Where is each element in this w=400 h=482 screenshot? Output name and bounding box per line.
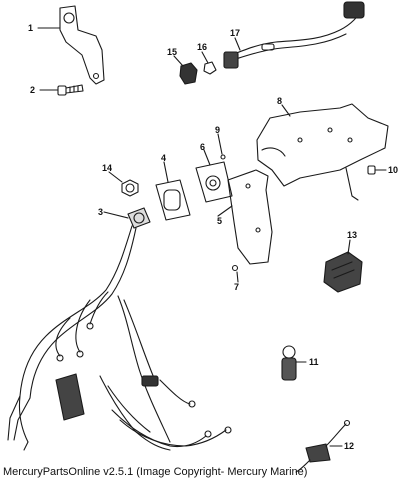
- copyright-footer: MercuryPartsOnline v2.5.1 (Image Copyrig…: [3, 466, 308, 478]
- callout-5: 5: [217, 216, 223, 226]
- callout-10: 10: [388, 165, 399, 175]
- part-6-receptacle-plate: [195, 149, 233, 203]
- part-4-grommet-plate: [155, 161, 191, 221]
- callout-8: 8: [277, 96, 283, 106]
- part-15-connector: [173, 55, 198, 85]
- part-11-fuse-holder: [281, 345, 307, 381]
- callout-2: 2: [30, 85, 36, 95]
- callout-7: 7: [234, 282, 240, 292]
- callout-1: 1: [28, 23, 34, 33]
- part-2-bolt: [39, 84, 84, 96]
- callout-13: 13: [347, 230, 358, 240]
- callout-3: 3: [98, 207, 104, 217]
- callout-6: 6: [200, 142, 206, 152]
- callout-14: 14: [102, 163, 113, 173]
- part-16-small-connector: [201, 51, 217, 75]
- part-13-regulator: [323, 239, 363, 293]
- part-9-screw: [217, 133, 226, 160]
- callout-12: 12: [344, 441, 355, 451]
- callout-4: 4: [161, 153, 167, 163]
- part-12-switch-lead: [295, 419, 351, 473]
- callout-15: 15: [167, 47, 178, 57]
- callout-11: 11: [309, 357, 319, 367]
- part-3-wiring-harness: [7, 207, 232, 451]
- part-10-screw: [367, 165, 387, 175]
- part-5-support-bracket: [217, 169, 273, 265]
- part-8-plate: [256, 103, 389, 201]
- part-7-screw: [231, 264, 239, 283]
- part-1-bracket: [37, 5, 105, 85]
- part-17-harness-lead: [223, 1, 365, 69]
- part-14-nut: [108, 171, 139, 197]
- callout-9: 9: [215, 125, 221, 135]
- callout-17: 17: [230, 28, 241, 38]
- callout-16: 16: [197, 42, 208, 52]
